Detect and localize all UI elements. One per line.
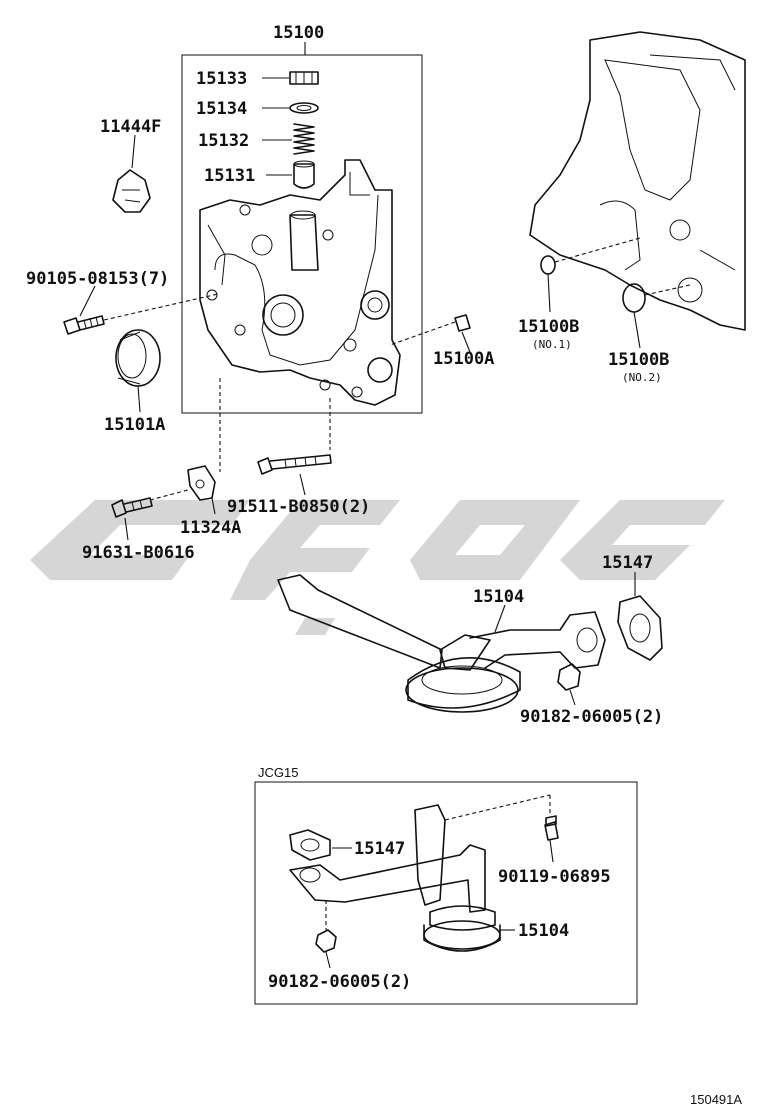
label-relief-plug: 15133 <box>196 69 247 89</box>
oil-strainer-icon <box>277 574 606 713</box>
oil-pump-body-icon <box>199 159 401 406</box>
inset-nut-icon <box>315 929 337 953</box>
label-oring-no2: 15100B <box>608 350 669 370</box>
label-relief-spring: 15132 <box>198 131 249 151</box>
oring-no1-icon <box>540 255 556 275</box>
label-assembly: 15100 <box>273 23 324 43</box>
label-inset-bolt: 90119-06895 <box>498 867 611 887</box>
bolt-b0616-icon <box>111 497 153 518</box>
label-clip: 11444F <box>100 117 161 137</box>
label-figure-code: 150491A <box>690 1092 742 1107</box>
clip-icon <box>112 169 151 213</box>
inset-strainer-icon <box>289 804 501 952</box>
label-strainer-gasket: 15147 <box>602 553 653 573</box>
label-oring-no1-sub: (NO.1) <box>532 338 572 351</box>
relief-valve-icon <box>293 160 315 189</box>
engine-block-icon <box>529 31 746 331</box>
dowel-pin-icon <box>454 314 471 332</box>
strainer-gasket-icon <box>617 595 663 661</box>
watermark-logo <box>30 500 725 635</box>
assembly-frame <box>181 54 423 414</box>
oring-no2-icon <box>622 283 646 313</box>
inset-gasket-icon <box>289 829 331 861</box>
label-dowel: 15100A <box>433 349 494 369</box>
label-inset-strainer: 15104 <box>518 921 569 941</box>
label-bracket: 11324A <box>180 518 241 538</box>
inset-frame <box>254 781 638 1005</box>
label-pump-bolt: 90105-08153(7) <box>26 269 169 289</box>
bracket-icon <box>187 465 216 501</box>
label-oil-seal: 15101A <box>104 415 165 435</box>
inset-bolt-icon <box>544 815 559 841</box>
relief-gasket-icon <box>289 102 319 114</box>
label-relief-gasket: 15134 <box>196 99 247 119</box>
relief-plug-icon <box>289 71 319 85</box>
label-oring-no1: 15100B <box>518 317 579 337</box>
label-inset-nut: 90182-06005(2) <box>268 972 411 992</box>
oil-seal-icon <box>115 329 161 387</box>
label-bolt-b0616: 91631-B0616 <box>82 543 195 563</box>
strainer-nut-icon <box>557 663 581 691</box>
relief-spring-icon <box>293 123 315 155</box>
label-strainer-nut: 90182-06005(2) <box>520 707 663 727</box>
pump-bolt-icon <box>63 315 105 335</box>
bolt-b0850-icon <box>257 454 332 475</box>
label-inset-gasket: 15147 <box>354 839 405 859</box>
label-strainer: 15104 <box>473 587 524 607</box>
label-inset-code: JCG15 <box>258 765 298 780</box>
label-relief-valve: 15131 <box>204 166 255 186</box>
label-oring-no2-sub: (NO.2) <box>622 371 662 384</box>
label-bolt-b0850: 91511-B0850(2) <box>227 497 370 517</box>
